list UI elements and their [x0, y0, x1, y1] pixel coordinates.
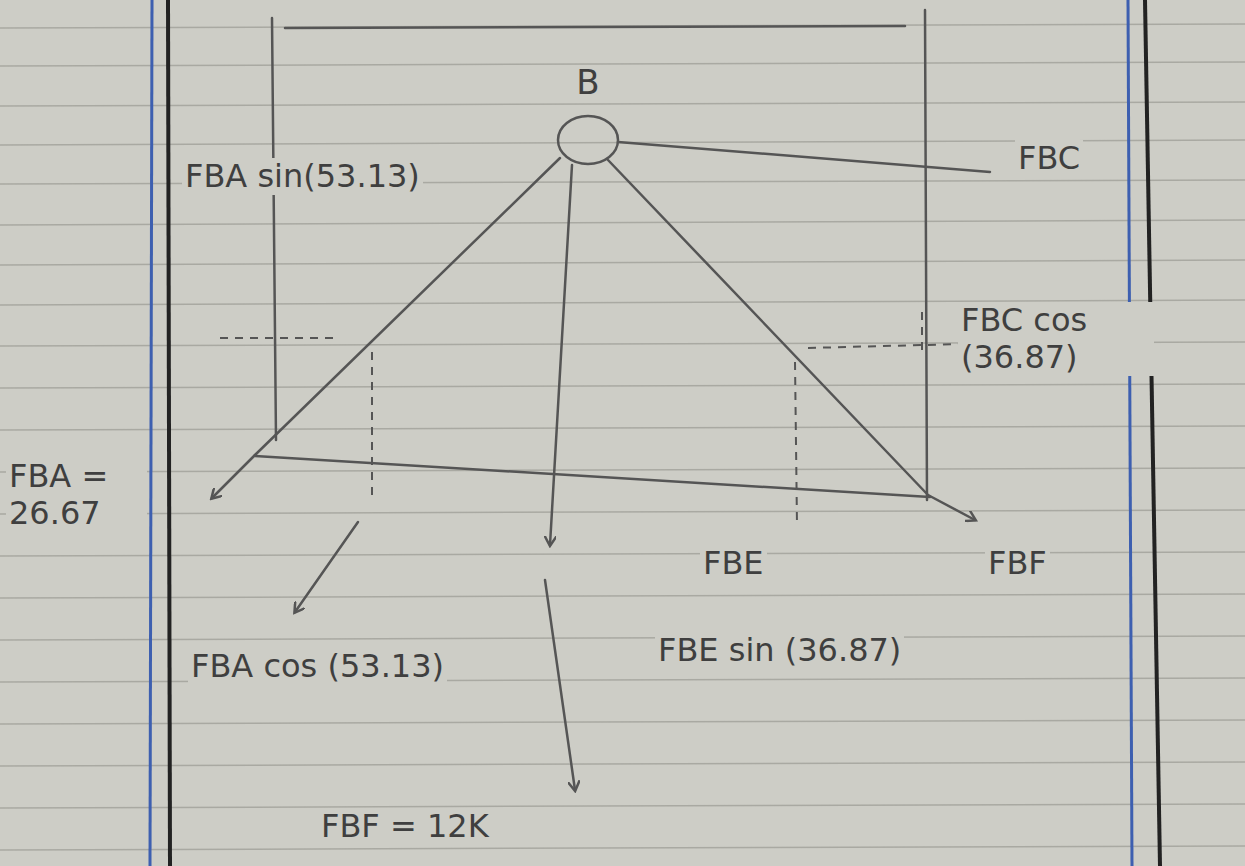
joint-circle: B	[548, 62, 628, 168]
joint-outline	[548, 108, 628, 168]
margin-line	[1128, 0, 1132, 866]
force-label: FBF = 12K	[318, 808, 492, 845]
ruled-lines	[0, 24, 1245, 850]
component-dashes	[220, 312, 962, 525]
force-label: FBA sin(53.13)	[182, 158, 423, 195]
margin-line	[168, 0, 170, 866]
force-label: FBC	[1015, 140, 1083, 177]
force-label: FBE	[700, 545, 767, 582]
force-label: FBF	[985, 545, 1050, 582]
force-label: FBC cos (36.87)	[958, 302, 1154, 376]
margin-line	[1145, 0, 1160, 866]
margin-line	[150, 0, 152, 866]
force-label: FBA = 26.67	[6, 458, 147, 532]
joint-label: B	[548, 62, 628, 102]
force-label: FBE sin (36.87)	[655, 632, 904, 669]
force-label: FBA cos (53.13)	[188, 648, 447, 685]
